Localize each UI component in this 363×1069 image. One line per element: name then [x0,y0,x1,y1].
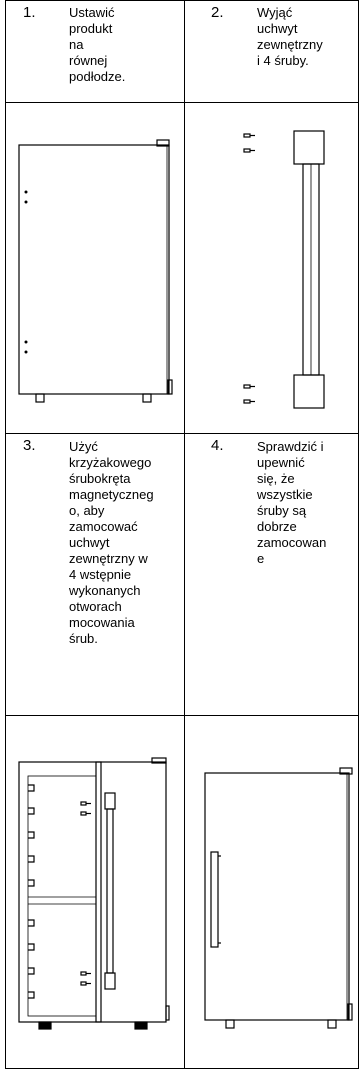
handle-and-screws-icon [243,130,325,409]
wine-cooler-open-door-icon [18,757,170,1030]
row-divider [5,715,359,716]
step-2-number: 2. [211,4,224,21]
row-divider [5,102,359,103]
step-2-text: Wyjąć uchwyt zewnętrzny i 4 śruby. [257,5,323,68]
step-3-text: Użyć krzyżakowego śrubokręta magnetyczne… [69,439,154,646]
row-divider [5,433,359,434]
wine-cooler-front-icon [18,139,173,403]
column-divider [184,0,185,1069]
step-1-number: 1. [23,4,36,21]
step-3-number: 3. [23,437,36,454]
step-4-text: Sprawdzić i upewnić się, że wszystkie śr… [257,439,327,566]
wine-cooler-with-handle-icon [204,767,353,1029]
step-1-text: Ustawić produkt na równej podłodze. [69,5,126,84]
step-4-number: 4. [211,437,224,454]
instruction-table: 1. Ustawić produkt na równej podłodze. 2… [5,0,359,1069]
